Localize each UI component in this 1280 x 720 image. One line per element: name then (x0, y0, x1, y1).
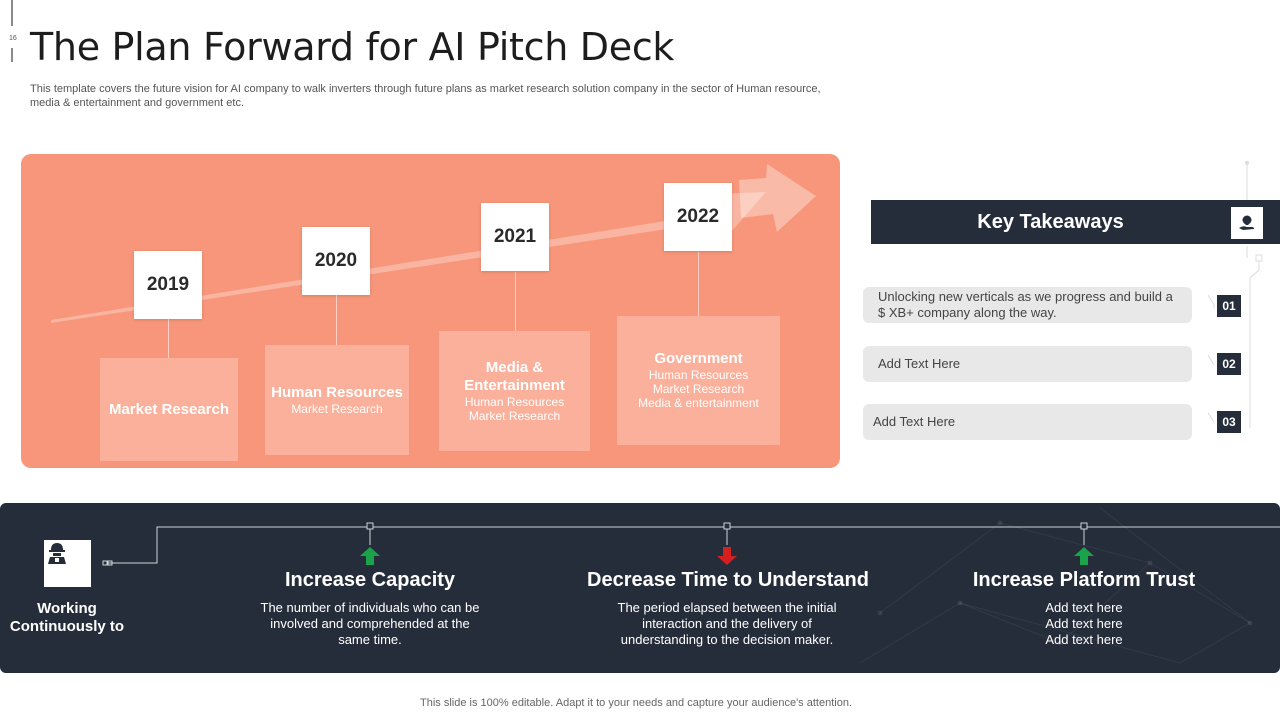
category-detail: Market Research (652, 382, 745, 396)
connector-line (168, 314, 169, 358)
category-title: Media & Entertainment (464, 359, 565, 394)
category-detail: Market Research (468, 409, 561, 423)
category-detail: Media & entertainment (638, 396, 759, 410)
takeaway-text: Add Text Here (873, 414, 956, 429)
bottom-connector-graphic (102, 507, 1280, 664)
goal-title: Increase Platform Trust (972, 569, 1196, 591)
category-title: Government (654, 350, 743, 367)
key-takeaways-header: Key Takeaways (871, 200, 1280, 244)
goal-description: Add text here Add text here Add text her… (1045, 600, 1123, 647)
category-detail: Market Research (291, 402, 383, 416)
page-marker-line (11, 48, 13, 62)
page-marker-line (11, 0, 13, 26)
year-box-2021: 2021 (481, 203, 549, 271)
category-box-media-entertainment: Media & Entertainment Human Resources Ma… (439, 331, 590, 451)
category-title: Human Resources (271, 384, 403, 401)
year-box-2022: 2022 (664, 183, 732, 251)
footer-note: This slide is 100% editable. Adapt it to… (420, 697, 852, 709)
goal-description: The number of individuals who can be inv… (260, 600, 480, 647)
takeaways-connector-graphic (1207, 161, 1263, 428)
takeaway-number-2: 02 (1217, 353, 1241, 375)
takeaway-text: Add Text Here (878, 356, 961, 371)
down-arrow-icon (717, 547, 737, 565)
page-title: The Plan Forward for AI Pitch Deck (30, 25, 675, 69)
page-subtitle: This template covers the future vision f… (30, 83, 821, 109)
growth-arrow-graphic (51, 164, 816, 323)
up-arrow-icon (1074, 547, 1094, 565)
goal-title: Increase Capacity (284, 569, 456, 591)
connector-line (698, 252, 699, 316)
takeaway-item-1: Unlocking new verticals as we progress a… (863, 287, 1192, 323)
timeline-panel: 2019 Market Research 2020 Human Resource… (21, 154, 840, 468)
category-detail: Human Resources (464, 395, 565, 409)
category-box-human-resources: Human Resources Market Research (265, 345, 409, 455)
category-box-market-research: Market Research (100, 358, 238, 461)
bottom-goals-panel: Working Continuously to Increase Capacit… (0, 503, 1280, 673)
takeaway-text: Unlocking new verticals as we progress a… (878, 289, 1173, 320)
goal-increase-capacity: Increase Capacity The number of individu… (240, 569, 500, 648)
takeaway-number-3: 03 (1217, 411, 1241, 433)
category-detail: Human Resources (648, 368, 749, 382)
goal-title: Decrease Time to Understand (587, 569, 869, 591)
year-box-2019: 2019 (134, 251, 202, 319)
goal-increase-platform-trust: Increase Platform Trust Add text here Ad… (964, 569, 1204, 648)
connector-line (515, 272, 516, 331)
year-box-2020: 2020 (302, 227, 370, 295)
connector-line (336, 294, 337, 345)
key-takeaways-title: Key Takeaways (977, 210, 1124, 233)
working-continuously-label: Working Continuously to (9, 600, 125, 635)
worker-icon (44, 540, 91, 587)
takeaway-item-2: Add Text Here (863, 346, 1192, 382)
category-title: Market Research (108, 400, 230, 418)
category-box-government: Government Human Resources Market Resear… (617, 316, 780, 445)
takeaway-item-3: Add Text Here (863, 404, 1192, 440)
hand-holding-idea-icon (1231, 207, 1263, 239)
goal-decrease-time-to-understand: Decrease Time to Understand The period e… (587, 569, 869, 648)
page-number: 16 (9, 35, 17, 42)
up-arrow-icon (360, 547, 380, 565)
takeaway-number-1: 01 (1217, 295, 1241, 317)
goal-description: The period elapsed between the initial i… (617, 600, 837, 647)
